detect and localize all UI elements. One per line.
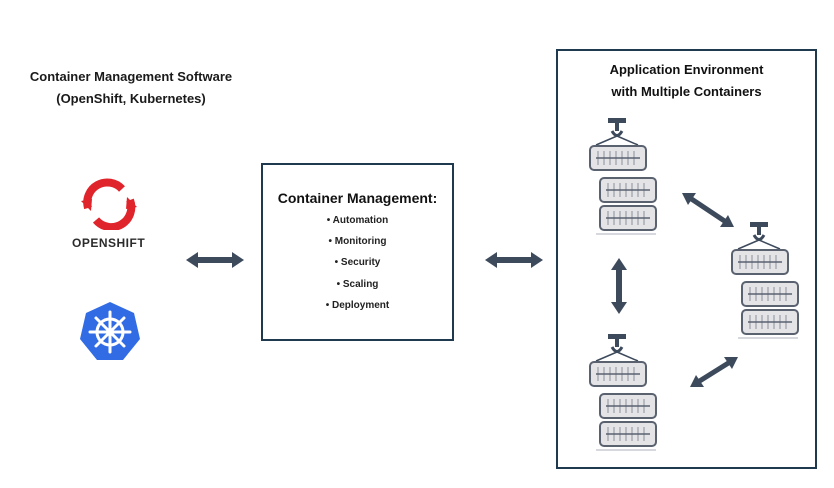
container-stack-top-icon — [589, 118, 657, 235]
software-mgmt-arrow-icon — [186, 252, 244, 268]
openshift-logo-text: OPENSHIFT — [72, 236, 146, 250]
kubernetes-logo-icon — [80, 302, 140, 360]
container-management-title: Container Management: — [277, 190, 438, 206]
feature-scaling: • Scaling — [336, 278, 379, 290]
software-title: Container Management Software (OpenShift… — [0, 66, 262, 110]
environment-title-line2: with Multiple Containers — [611, 84, 762, 99]
env-arrow-bottom-right-icon — [690, 357, 738, 387]
feature-deployment: • Deployment — [325, 299, 390, 311]
container-management-box: Container Management: • Automation • Mon… — [261, 163, 454, 341]
environment-title: Application Environment with Multiple Co… — [558, 59, 815, 103]
software-title-line1: Container Management Software — [29, 69, 233, 84]
container-stack-bottom-icon — [589, 334, 657, 451]
feature-monitoring: • Monitoring — [328, 236, 387, 248]
environment-title-line1: Application Environment — [609, 62, 764, 77]
env-arrow-vertical-icon — [611, 258, 627, 314]
management-feature-list: • Automation • Monitoring • Security • S… — [263, 214, 452, 320]
feature-automation: • Automation — [326, 215, 389, 226]
mgmt-env-arrow-icon — [485, 252, 543, 268]
software-title-line2: (OpenShift, Kubernetes) — [56, 91, 206, 106]
env-arrow-top-right-icon — [682, 193, 734, 227]
feature-security: • Security — [334, 257, 381, 269]
openshift-logo-icon — [81, 178, 137, 230]
container-stack-right-icon — [731, 222, 799, 339]
